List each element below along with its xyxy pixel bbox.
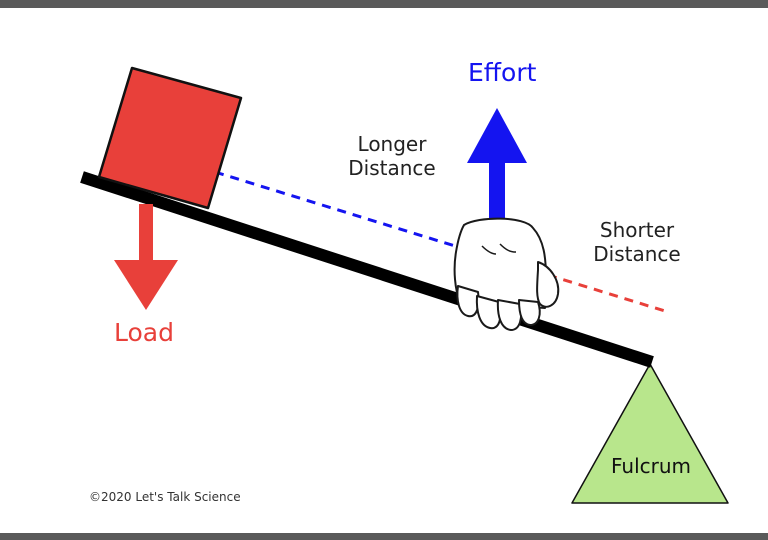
lever-bar xyxy=(80,171,654,368)
hand-icon xyxy=(453,217,560,331)
top-border xyxy=(0,0,768,8)
longer-distance-line xyxy=(214,170,469,252)
longer-distance-line2: Distance xyxy=(348,156,436,180)
copyright-notice: ©2020 Let's Talk Science xyxy=(89,490,241,504)
shorter-distance-line xyxy=(547,273,666,313)
fulcrum-triangle xyxy=(571,363,729,504)
load-box xyxy=(97,66,243,210)
fulcrum-label: Fulcrum xyxy=(610,454,692,478)
shorter-distance-label: Shorter Distance xyxy=(582,218,692,266)
effort-label: Effort xyxy=(468,58,537,87)
longer-distance-line1: Longer xyxy=(357,132,427,156)
load-label: Load xyxy=(114,318,174,347)
arrow-up-icon xyxy=(467,108,527,222)
bottom-border xyxy=(0,533,768,540)
arrow-down-icon xyxy=(114,204,178,310)
longer-distance-label: Longer Distance xyxy=(336,132,448,180)
shorter-distance-line1: Shorter xyxy=(599,218,675,242)
shorter-distance-line2: Distance xyxy=(593,242,681,266)
